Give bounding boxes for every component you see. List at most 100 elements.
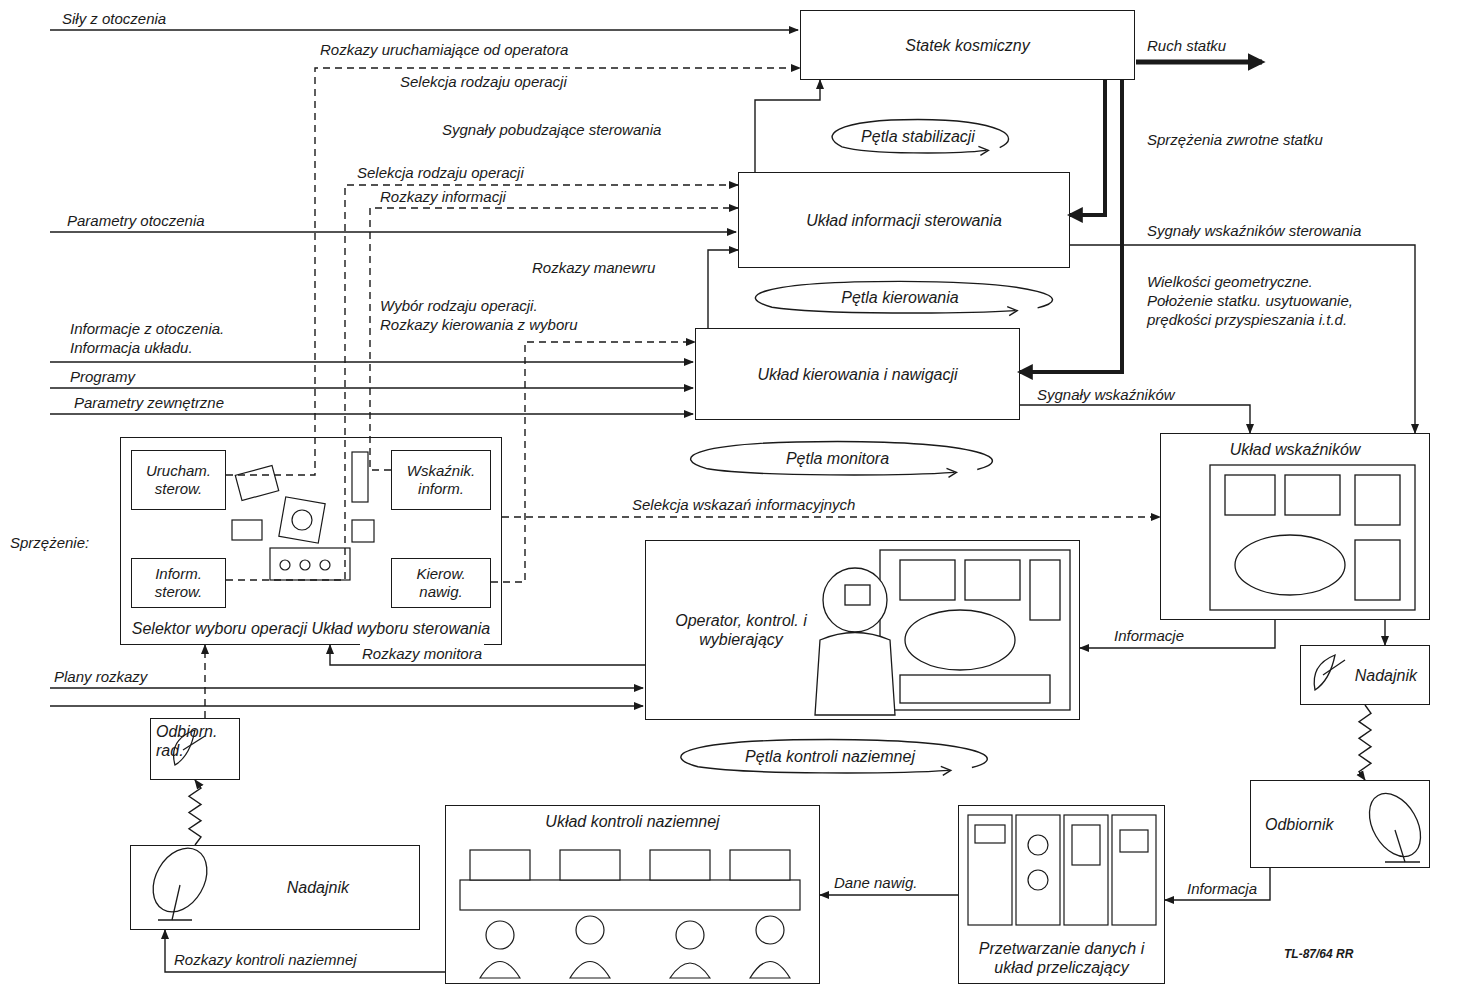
radio-link bbox=[1359, 705, 1371, 780]
selector-sub-box: Inform. sterow. bbox=[131, 558, 226, 608]
edge-label: Informacje bbox=[1112, 626, 1186, 645]
illustration-rect bbox=[1072, 825, 1100, 865]
illustration-g bbox=[968, 815, 1156, 925]
edge-label: Rozkazy manewru bbox=[530, 258, 657, 277]
free-label: Parametry otoczenia bbox=[65, 211, 207, 230]
loop-ellipse: Pętla monitora bbox=[675, 440, 1000, 476]
illustration-line bbox=[50, 231, 736, 232]
edge-label: Selekcja wskazań informacyjnych bbox=[630, 495, 857, 514]
signal-arrow bbox=[1020, 80, 1122, 372]
illustration-circle bbox=[823, 568, 887, 632]
loop-arrowhead bbox=[978, 146, 988, 155]
edge-label: Rozkazy informacji bbox=[378, 187, 508, 206]
loop-curve bbox=[691, 441, 993, 475]
edge-label: Dane nawig. bbox=[832, 873, 919, 892]
loop-curve bbox=[755, 281, 1052, 313]
node-text: Nadajnik bbox=[287, 878, 349, 897]
process-box: Nadajnik bbox=[1300, 645, 1430, 705]
illustration-line bbox=[50, 413, 693, 414]
node-text: Selektor wyboru operacji Układ wyboru st… bbox=[130, 619, 492, 638]
illustration-rect bbox=[730, 850, 790, 880]
node-text: Operator, kontrol. i wybierający bbox=[656, 611, 826, 649]
edge-label: Sygnały wskaźników bbox=[1035, 385, 1177, 404]
edge-label: Rozkazy kontroli naziemnej bbox=[172, 950, 359, 969]
signal-arrow bbox=[204, 645, 205, 718]
signal-arrow bbox=[708, 250, 738, 328]
signal-arrow bbox=[226, 185, 738, 580]
free-label: Plany rozkazy bbox=[52, 667, 149, 686]
process-box: Układ wskaźników bbox=[1160, 433, 1430, 620]
illustration-rect bbox=[968, 815, 1012, 925]
edge-label: Rozkazy uruchamiające od operatora bbox=[318, 40, 570, 59]
illustration-rect bbox=[1120, 830, 1148, 852]
edge-label: Rozkazy monitora bbox=[360, 644, 484, 663]
node-text: Odbiorn. rad. bbox=[156, 722, 234, 760]
edge-label: Selekcja rodzaju operacji bbox=[355, 163, 526, 182]
illustration-rect bbox=[975, 825, 1005, 843]
illustration-rect bbox=[1285, 475, 1340, 515]
illustration-rect bbox=[1016, 815, 1060, 925]
illustration-line bbox=[50, 687, 643, 688]
illustration-rect bbox=[352, 520, 374, 542]
node-text: Układ kierowania i nawigacji bbox=[757, 365, 957, 384]
loop-ellipse: Pętla kontroli naziemnej bbox=[665, 738, 995, 774]
illustration-ellipse bbox=[142, 839, 218, 922]
node-text: Wskaźnik. inform. bbox=[396, 462, 486, 498]
illustration-rect bbox=[650, 850, 710, 880]
signal-arrow bbox=[1080, 620, 1275, 648]
illustration-ellipse bbox=[1359, 785, 1431, 866]
illustration-rect bbox=[560, 850, 620, 880]
node-text: Pętla kierowania bbox=[841, 288, 958, 307]
node-text: Kierow. nawig. bbox=[396, 565, 486, 601]
illustration-rect bbox=[880, 550, 1070, 710]
illustration-circle bbox=[1028, 870, 1048, 890]
illustration-g bbox=[815, 550, 1070, 715]
illustration-rect bbox=[270, 548, 350, 580]
illustration-line bbox=[172, 885, 180, 920]
signal-arrow bbox=[820, 894, 958, 895]
illustration-rect bbox=[232, 520, 262, 540]
illustration-rect bbox=[1030, 560, 1060, 620]
node-text: Statek kosmiczny bbox=[905, 36, 1029, 55]
illustration-line bbox=[50, 705, 643, 706]
illustration-path bbox=[570, 962, 610, 979]
illustration-rect bbox=[1355, 540, 1400, 600]
illustration-line bbox=[1385, 861, 1420, 862]
free-label: Programy bbox=[68, 367, 137, 386]
signal-arrow bbox=[491, 342, 695, 582]
node-text: Układ wskaźników bbox=[1230, 440, 1361, 459]
illustration-circle bbox=[320, 560, 330, 570]
free-label: Parametry zewnętrzne bbox=[72, 393, 226, 412]
illustration-line bbox=[50, 361, 693, 362]
illustration-rect bbox=[460, 880, 800, 910]
process-box: Operator, kontrol. i wybierający bbox=[645, 540, 1080, 720]
signal-arrow bbox=[330, 645, 645, 665]
illustration-rect bbox=[1112, 815, 1156, 925]
illustration-path bbox=[480, 962, 520, 979]
free-label: Ruch statku bbox=[1145, 36, 1228, 55]
edge-label: Sprzężenia zwrotne statku bbox=[1145, 130, 1325, 149]
loop-ellipse: Pętla stabilizacji bbox=[823, 118, 1013, 154]
loop-arrowhead bbox=[1007, 307, 1017, 316]
signal-arrow bbox=[755, 80, 820, 172]
signal-arrow bbox=[226, 68, 800, 475]
signal-arrow bbox=[1165, 868, 1270, 900]
free-label: Informacje z otoczenia. Informacja układ… bbox=[68, 319, 262, 357]
process-box: Selektor wyboru operacji Układ wyboru st… bbox=[120, 437, 502, 645]
illustration-g bbox=[460, 850, 800, 978]
process-box: Przetwarzanie danych i układ przeliczają… bbox=[958, 805, 1165, 984]
free-label: TL-87/64 RR bbox=[1282, 945, 1355, 964]
process-box: Układ kierowania i nawigacji bbox=[695, 328, 1020, 420]
signal-arrow bbox=[1070, 80, 1105, 215]
illustration-circle bbox=[1028, 835, 1048, 855]
node-text: Pętla stabilizacji bbox=[861, 127, 975, 146]
loop-arrowhead bbox=[941, 766, 951, 775]
illustration-path bbox=[750, 962, 790, 979]
free-label: Siły z otoczenia bbox=[60, 9, 168, 28]
selector-sub-box: Kierow. nawig. bbox=[391, 558, 491, 608]
loop-curve bbox=[681, 739, 987, 773]
radio-link bbox=[189, 780, 201, 845]
signal-arrow bbox=[1384, 620, 1385, 645]
illustration-line bbox=[1395, 830, 1405, 862]
process-box: Układ informacji sterowania bbox=[738, 172, 1070, 268]
